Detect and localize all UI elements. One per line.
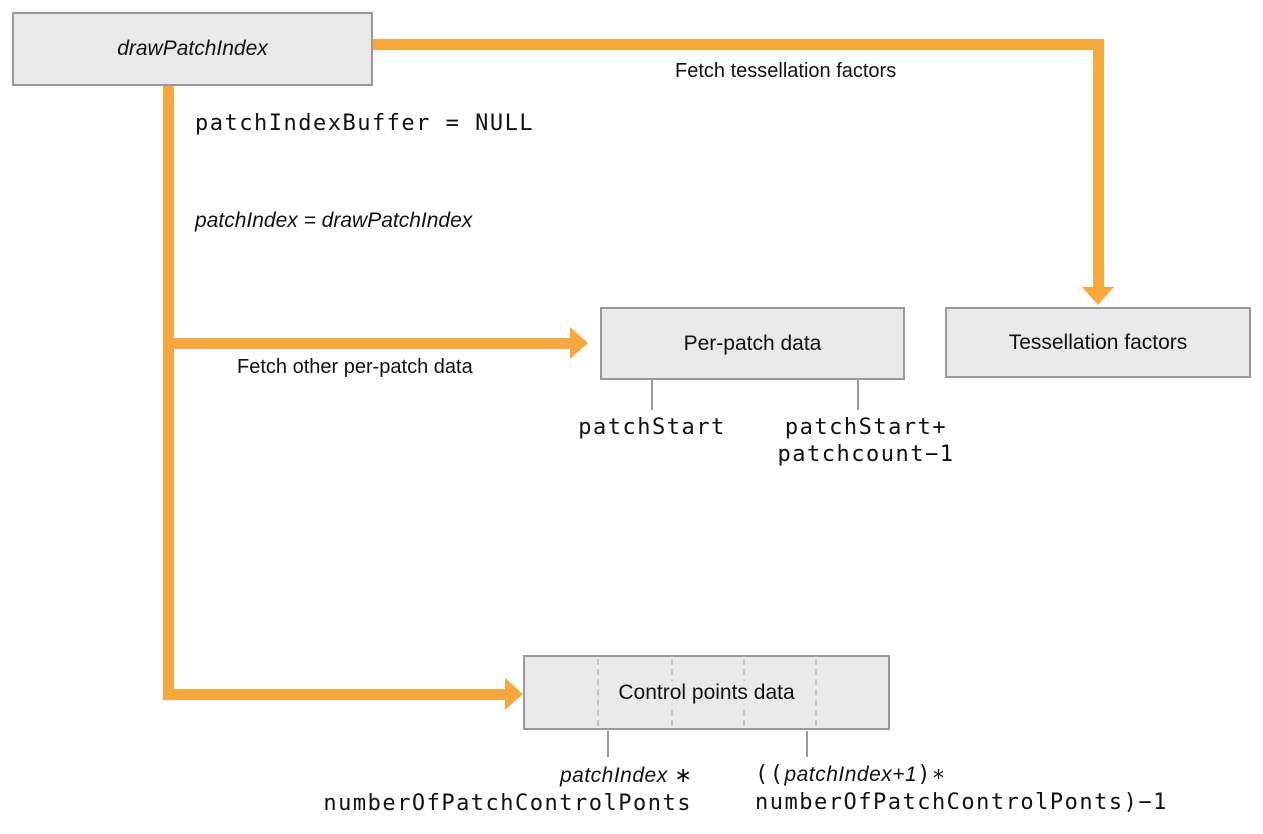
- fetch-per-patch-arrow-horizontal: [163, 338, 570, 349]
- control-points-data-node: Control points data: [523, 655, 890, 730]
- fetch-per-patch-edge-label: Fetch other per-patch data: [237, 356, 473, 378]
- tessellation-factors-node: Tessellation factors: [945, 307, 1251, 378]
- fetch-tessellation-arrowhead-icon: [1082, 287, 1114, 305]
- draw-patch-index-label: drawPatchIndex: [117, 37, 268, 60]
- control-points-arrow-horizontal: [163, 689, 505, 700]
- open-parens: ((: [755, 762, 785, 787]
- control-start-line1: patchIndex ∗: [300, 762, 692, 791]
- control-start-line2: numberOfPatchControlPonts: [323, 791, 692, 816]
- close-paren-multiply: )∗: [917, 762, 947, 787]
- per-patch-data-node: Per-patch data: [600, 307, 905, 380]
- control-start-label: patchIndex ∗ numberOfPatchControlPonts: [300, 762, 692, 817]
- control-start-tick: [607, 731, 609, 757]
- control-end-label: ((patchIndex+1)∗ numberOfPatchControlPon…: [755, 762, 1168, 816]
- fetch-tessellation-arrow-horizontal: [372, 39, 1104, 50]
- control-end-expression: patchIndex+1: [784, 763, 918, 786]
- control-points-data-label: Control points data: [608, 680, 805, 705]
- patch-index-assignment-annotation: patchIndex = drawPatchIndex: [195, 209, 473, 232]
- per-patch-start-tick: [651, 380, 653, 410]
- per-patch-end-tick: [857, 380, 859, 410]
- draw-patch-index-trunk-line: [163, 86, 174, 700]
- patch-start-label: patchStart: [578, 415, 726, 440]
- cell-divider: [597, 659, 599, 726]
- cell-divider: [815, 659, 817, 726]
- control-end-tick: [806, 731, 808, 757]
- patch-end-line2: patchcount−1: [777, 442, 955, 467]
- tessellation-factors-label: Tessellation factors: [1008, 330, 1188, 354]
- patch-end-label: patchStart+ patchcount−1: [778, 414, 955, 468]
- patch-end-line1: patchStart+: [784, 415, 948, 440]
- fetch-per-patch-arrowhead-icon: [570, 327, 588, 359]
- control-end-line1: ((patchIndex+1)∗: [755, 762, 1168, 790]
- control-end-line2: numberOfPatchControlPonts)−1: [755, 790, 1168, 815]
- multiply-operator: ∗: [667, 763, 692, 787]
- per-patch-data-label: Per-patch data: [683, 331, 822, 355]
- control-points-arrowhead-icon: [505, 678, 523, 710]
- fetch-tessellation-edge-label: Fetch tessellation factors: [675, 60, 897, 82]
- control-start-expression: patchIndex: [559, 764, 668, 787]
- fetch-tessellation-arrow-vertical: [1093, 39, 1104, 287]
- draw-patch-index-node: drawPatchIndex: [12, 12, 373, 86]
- patch-index-buffer-annotation: patchIndexBuffer = NULL: [195, 111, 535, 136]
